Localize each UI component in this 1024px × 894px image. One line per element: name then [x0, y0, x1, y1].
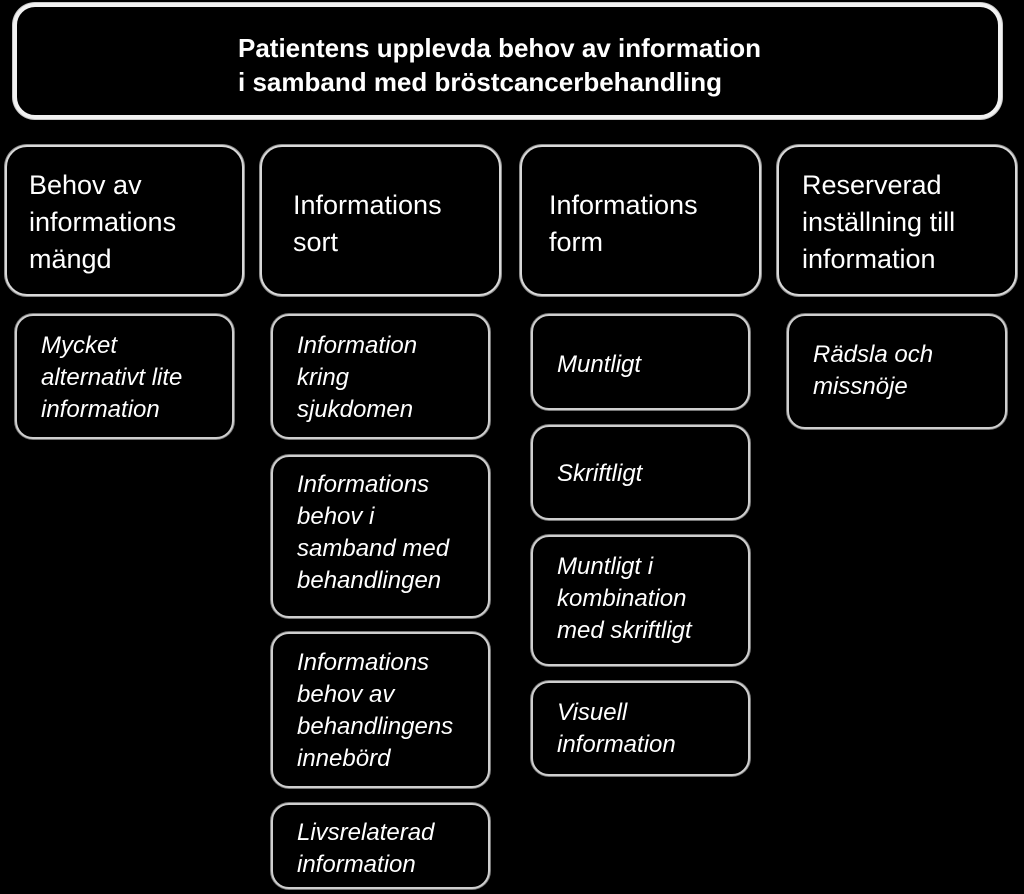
diagram-title: Patientens upplevda behov av information… [238, 33, 761, 97]
item-text: Visuell information [557, 699, 676, 758]
item-box: Mycket alternativt lite information [15, 314, 234, 439]
item-text: Mycket alternativt lite information [41, 332, 183, 423]
item-text: Information kring sjukdomen [297, 332, 418, 423]
header-box-sort: Informations sort [260, 145, 501, 296]
header-text-reserved: Reserverad inställning till information [802, 170, 956, 274]
item-box: Rädsla och missnöje [787, 314, 1007, 429]
item-text: Skriftligt [557, 460, 643, 487]
item-text: Informations behov i samband med behandl… [297, 471, 450, 594]
item-box: Information kring sjukdomen [271, 314, 490, 439]
header-text-amount: Behov av informations mängd [29, 170, 177, 274]
header-box-form: Informations form [520, 145, 761, 296]
diagram-title-box: Patientens upplevda behov av information… [13, 3, 1002, 119]
header-box-amount: Behov av informations mängd [5, 145, 244, 296]
header-box-reserved: Reserverad inställning till information [777, 145, 1017, 296]
item-box: Informations behov i samband med behandl… [271, 455, 490, 618]
item-text: Muntligt i kombination med skriftligt [557, 553, 692, 644]
item-text: Rädsla och missnöje [813, 341, 934, 400]
item-box: Skriftligt [531, 425, 750, 520]
item-box: Visuell information [531, 681, 750, 776]
item-text: Livsrelaterad information [297, 819, 435, 878]
item-box: Muntligt [531, 314, 750, 410]
item-text: Informations behov av behandlingens inne… [297, 649, 454, 772]
item-text: Muntligt [557, 351, 642, 378]
item-box: Livsrelaterad information [271, 803, 490, 889]
header-text-sort: Informations sort [293, 190, 442, 257]
item-box: Muntligt i kombination med skriftligt [531, 535, 750, 666]
item-box: Informations behov av behandlingens inne… [271, 632, 490, 788]
header-text-form: Informations form [549, 190, 698, 257]
